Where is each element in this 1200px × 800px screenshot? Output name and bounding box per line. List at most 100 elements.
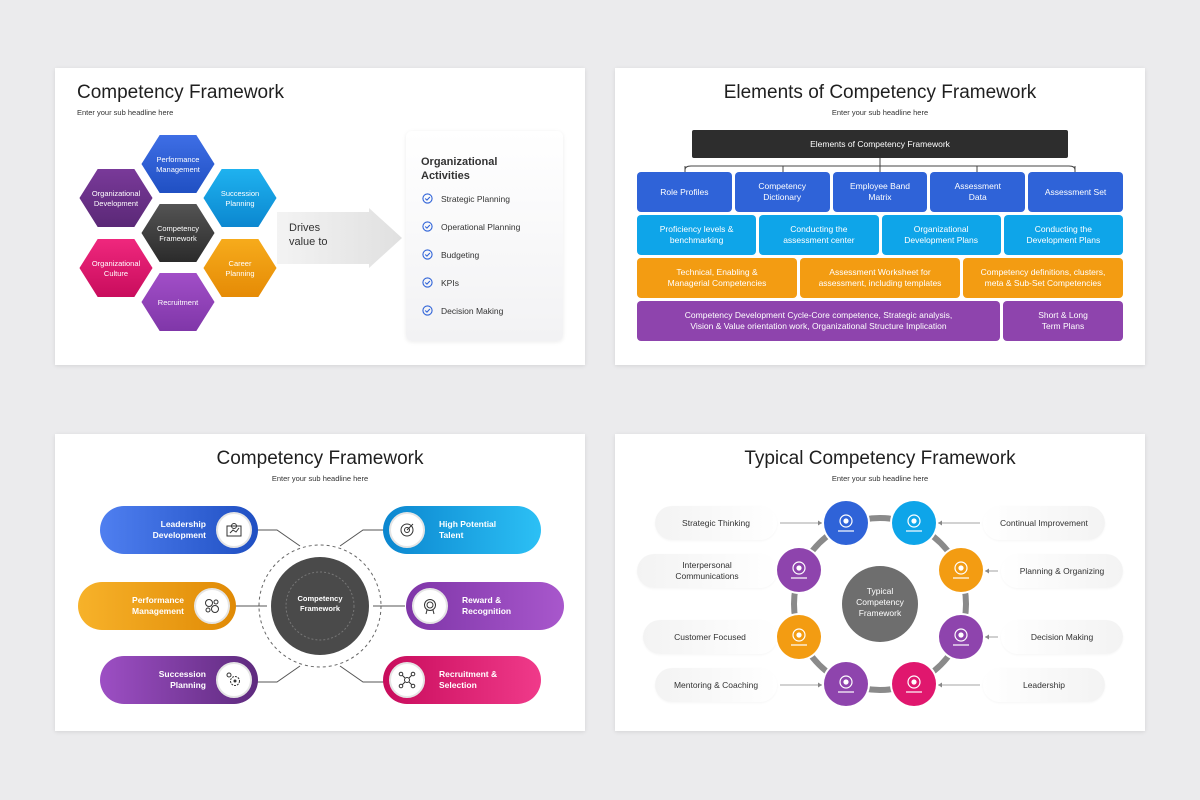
clipboard-icon	[906, 514, 922, 532]
handshake-icon	[838, 514, 854, 532]
ring	[791, 515, 969, 693]
elements-top-bar: Elements of Competency Framework	[692, 130, 1068, 158]
center-label: Competency Framework	[297, 594, 343, 613]
check-circle-icon	[422, 193, 433, 204]
activity-label: KPIs	[441, 277, 459, 288]
hex-top	[138, 132, 218, 196]
slide4-title: Typical Competency Framework	[744, 448, 1016, 469]
hex-center	[138, 201, 218, 265]
leadership-icon	[906, 675, 922, 693]
leadership-icon	[216, 512, 252, 548]
pill-leadership-label: Leadership Development	[152, 518, 206, 540]
pill-reward-label: Reward & Recognition	[462, 594, 512, 616]
gears-icon	[194, 588, 230, 624]
communication-icon	[791, 561, 807, 579]
medal-icon	[412, 588, 448, 624]
network-icon	[389, 662, 425, 698]
pill-performance-label: Performance Management	[132, 594, 184, 616]
pill-succession: Succession Planning	[100, 656, 258, 704]
hex-upper-left	[76, 166, 156, 230]
activity-item: Strategic Planning	[422, 193, 510, 204]
target-icon	[389, 512, 425, 548]
ring-center	[842, 566, 918, 642]
ring-diagram	[775, 499, 998, 708]
slide-elements-competency: Elements of Competency Framework Enter y…	[615, 68, 1145, 365]
hex-lower-right	[200, 236, 280, 300]
hex-bottom-label: Recruitment	[158, 298, 199, 307]
element-cell: Assessment Set	[1028, 172, 1123, 212]
activity-item: KPIs	[422, 277, 459, 288]
pill-recruitment-label: Recruitment & Selection	[439, 668, 498, 690]
competency-label-right: Continual Improvement	[983, 506, 1105, 540]
activities-panel: Organizational Activities Strategic Plan…	[406, 131, 563, 341]
activities-title: Organizational Activities	[421, 156, 498, 183]
competency-label-left: Interpersonal Communications	[637, 554, 777, 588]
pill-high-potential: High Potential Talent	[383, 506, 541, 554]
check-circle-icon	[422, 221, 433, 232]
arrow-head	[985, 634, 989, 640]
pill-high-potential-label: High Potential Talent	[439, 518, 497, 540]
activity-item: Operational Planning	[422, 221, 520, 232]
hex-upper-right	[200, 166, 280, 230]
slide4-subtitle: Enter your sub headline here	[831, 474, 929, 483]
pill-succession-label: Succession Planning	[158, 668, 206, 690]
decision-icon	[953, 628, 969, 646]
customer-icon	[791, 628, 807, 646]
slide-typical-competency: Typical Competency Framework Enter your …	[615, 434, 1145, 731]
pill-recruitment: Recruitment & Selection	[383, 656, 541, 704]
element-cell: Short & Long Term Plans	[1003, 301, 1123, 341]
element-cell: Competency definitions, clusters, meta &…	[963, 258, 1123, 298]
element-cell: Organizational Development Plans	[881, 215, 1001, 255]
slide2-title: Elements of Competency Framework	[723, 82, 1037, 103]
element-cell: Employee Band Matrix	[832, 172, 928, 212]
element-cell: Assessment Worksheet for assessment, inc…	[800, 258, 960, 298]
pill-reward: Reward & Recognition	[406, 582, 564, 630]
activity-label: Strategic Planning	[441, 193, 510, 204]
element-cell: Role Profiles	[637, 172, 732, 212]
element-cell: Assessment Data	[930, 172, 1026, 212]
ring-center-label: Typical Competency Framework	[856, 586, 904, 619]
activity-label: Budgeting	[441, 249, 480, 260]
arrow-head	[938, 682, 942, 688]
check-circle-icon	[422, 305, 433, 316]
slide1-subtitle: Enter your sub headline here	[77, 108, 174, 117]
activity-item: Decision Making	[422, 305, 503, 316]
slide3-title: Competency Framework	[216, 448, 424, 469]
competency-label-right: Leadership	[983, 668, 1105, 702]
arrow-head	[985, 568, 989, 574]
element-cell: Competency Development Cycle-Core compet…	[637, 301, 1000, 341]
drives-arrow	[277, 208, 402, 268]
arrow-head	[818, 682, 822, 688]
competency-label-left: Strategic Thinking	[655, 506, 777, 540]
slide-competency-framework-pills: Competency Framework Enter your sub head…	[55, 434, 585, 731]
connector-lines	[684, 158, 1076, 172]
planning-icon	[953, 561, 969, 579]
check-circle-icon	[422, 277, 433, 288]
hex-lower-left	[76, 236, 156, 300]
hex-bottom	[138, 270, 218, 334]
drives-value-text: Drives value to	[289, 222, 328, 249]
slide1-title: Competency Framework	[77, 82, 284, 103]
slide3-subtitle: Enter your sub headline here	[271, 474, 369, 483]
element-cell: Conducting the assessment center	[759, 215, 879, 255]
activity-item: Budgeting	[422, 249, 479, 260]
element-cell: Technical, Enabling & Managerial Compete…	[637, 258, 797, 298]
competency-label-right: Decision Making	[1001, 620, 1123, 654]
element-cell: Competency Dictionary	[734, 172, 830, 212]
competency-label-left: Customer Focused	[643, 620, 777, 654]
mentoring-icon	[838, 675, 854, 693]
activity-label: Decision Making	[441, 305, 504, 316]
arrow-head	[818, 520, 822, 526]
competency-label-right: Planning & Organizing	[1001, 554, 1123, 588]
cogs-icon	[216, 662, 252, 698]
element-cell: Proficiency levels & benchmarking	[637, 215, 757, 255]
pill-leadership: Leadership Development	[100, 506, 258, 554]
slide-competency-framework-hex: Competency Framework Enter your sub head…	[55, 68, 585, 365]
